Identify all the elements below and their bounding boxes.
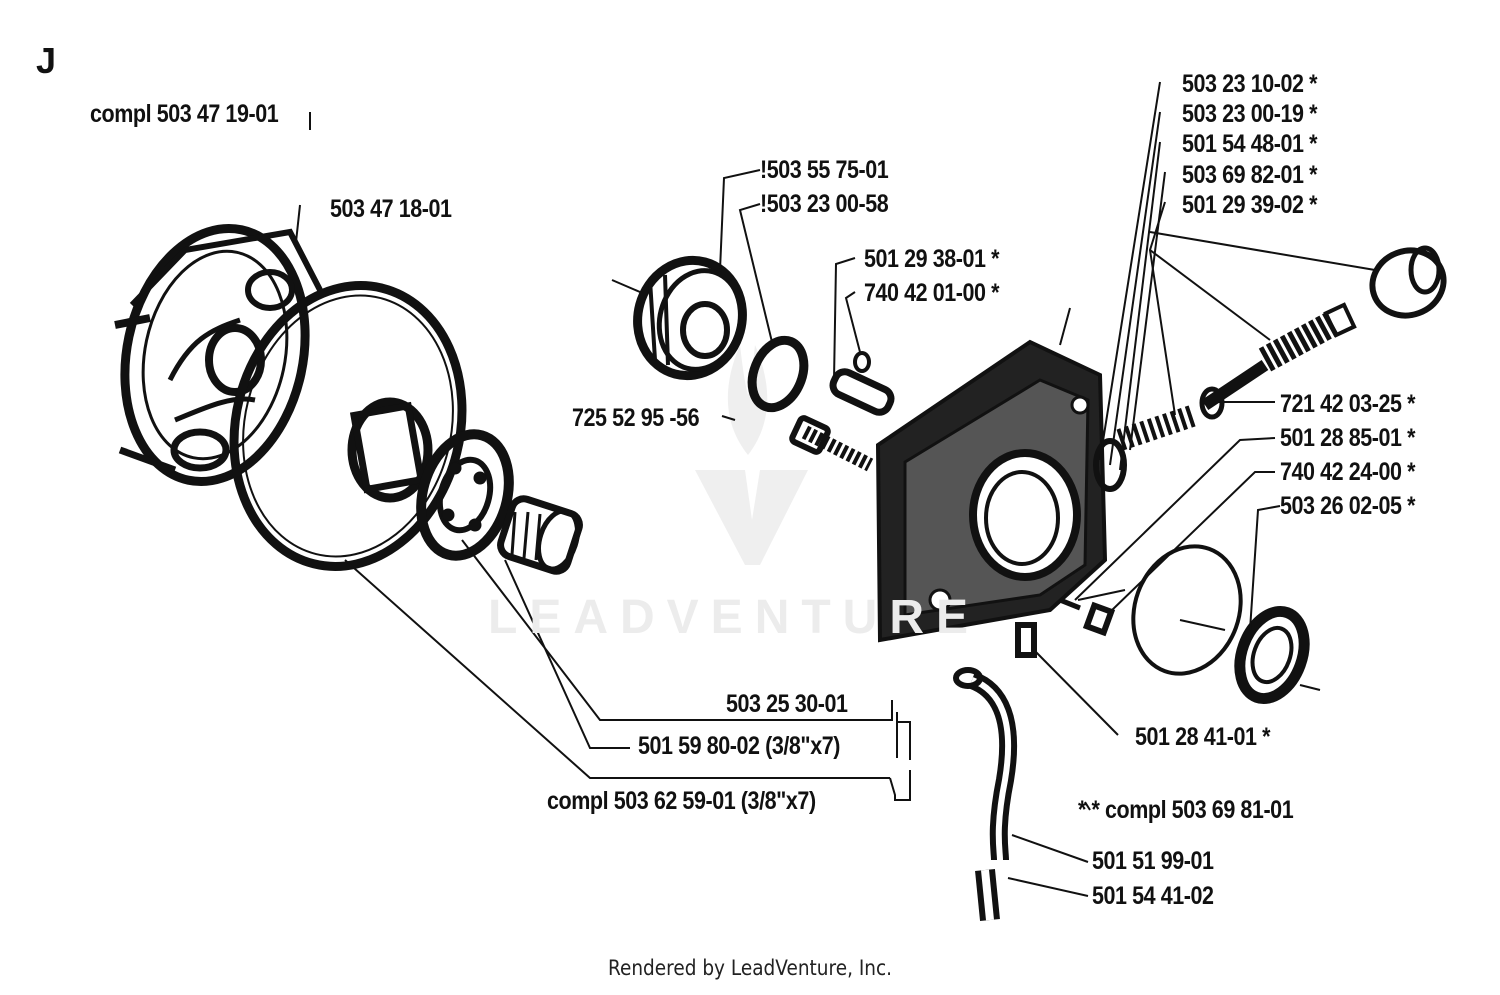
label-501-28-41-01: 501 28 41-01 * (1135, 723, 1271, 751)
label-503-23-00-58: !503 23 00-58 (760, 190, 889, 218)
washer (747, 335, 809, 413)
label-compl-503-69-81-01: * * compl 503 69 81-01 (1078, 796, 1294, 824)
watermark-text: LEADVENTURE (488, 591, 981, 644)
label-compl-503-62-59-01: compl 503 62 59-01 (3/8"x7) (547, 787, 816, 815)
label-503-23-00-19: 503 23 00-19 * (1182, 100, 1318, 128)
label-740-42-01-00: 740 42 01-00 * (864, 279, 1000, 307)
label-501-29-38-01: 501 29 38-01 * (864, 245, 1000, 273)
label-501-54-48-01: 501 54 48-01 * (1182, 130, 1318, 158)
clutch-drum (229, 281, 467, 571)
label-503-26-02-05: 503 26 02-05 * (1280, 492, 1416, 520)
footer-credit: Rendered by LeadVenture, Inc. (607, 956, 893, 980)
label-501-51-99-01: 501 51 99-01 (1092, 847, 1214, 875)
oil-hose (953, 667, 1017, 921)
label-501-29-39-02: 501 29 39-02 * (1182, 191, 1318, 219)
label-compl-503-47-19-01: compl 503 47 19-01 (90, 100, 279, 128)
label-740-42-24-00: 740 42 24-00 * (1280, 458, 1416, 486)
pump-shaft (1093, 245, 1447, 492)
label-725-52-95-56: 725 52 95 -56 (572, 404, 700, 432)
worm-gear (611, 255, 747, 381)
label-501-28-85-01: 501 28 85-01 * (1280, 424, 1416, 452)
label-503-47-18-01: 503 47 18-01 (330, 195, 452, 223)
clutch-assembly (114, 223, 323, 487)
label-503-25-30-01: 503 25 30-01 (726, 690, 848, 718)
rim-sprocket (416, 429, 514, 561)
label-503-23-10-02: 503 23 10-02 * (1182, 70, 1318, 98)
oil-pump-housing (875, 339, 1108, 643)
label-503-69-82-01: 503 69 82-01 * (1182, 161, 1318, 189)
label-503-55-75-01: !503 55 75-01 (760, 156, 889, 184)
seals-and-rings (1015, 544, 1310, 705)
section-letter: J (36, 40, 57, 81)
needle-bearing (497, 495, 583, 575)
label-501-54-41-02: 501 54 41-02 (1092, 882, 1214, 910)
leader-lines (295, 81, 1376, 897)
label-721-42-03-25: 721 42 03-25 * (1280, 390, 1416, 418)
label-501-59-80-02: 501 59 80-02 (3/8"x7) (638, 732, 840, 760)
